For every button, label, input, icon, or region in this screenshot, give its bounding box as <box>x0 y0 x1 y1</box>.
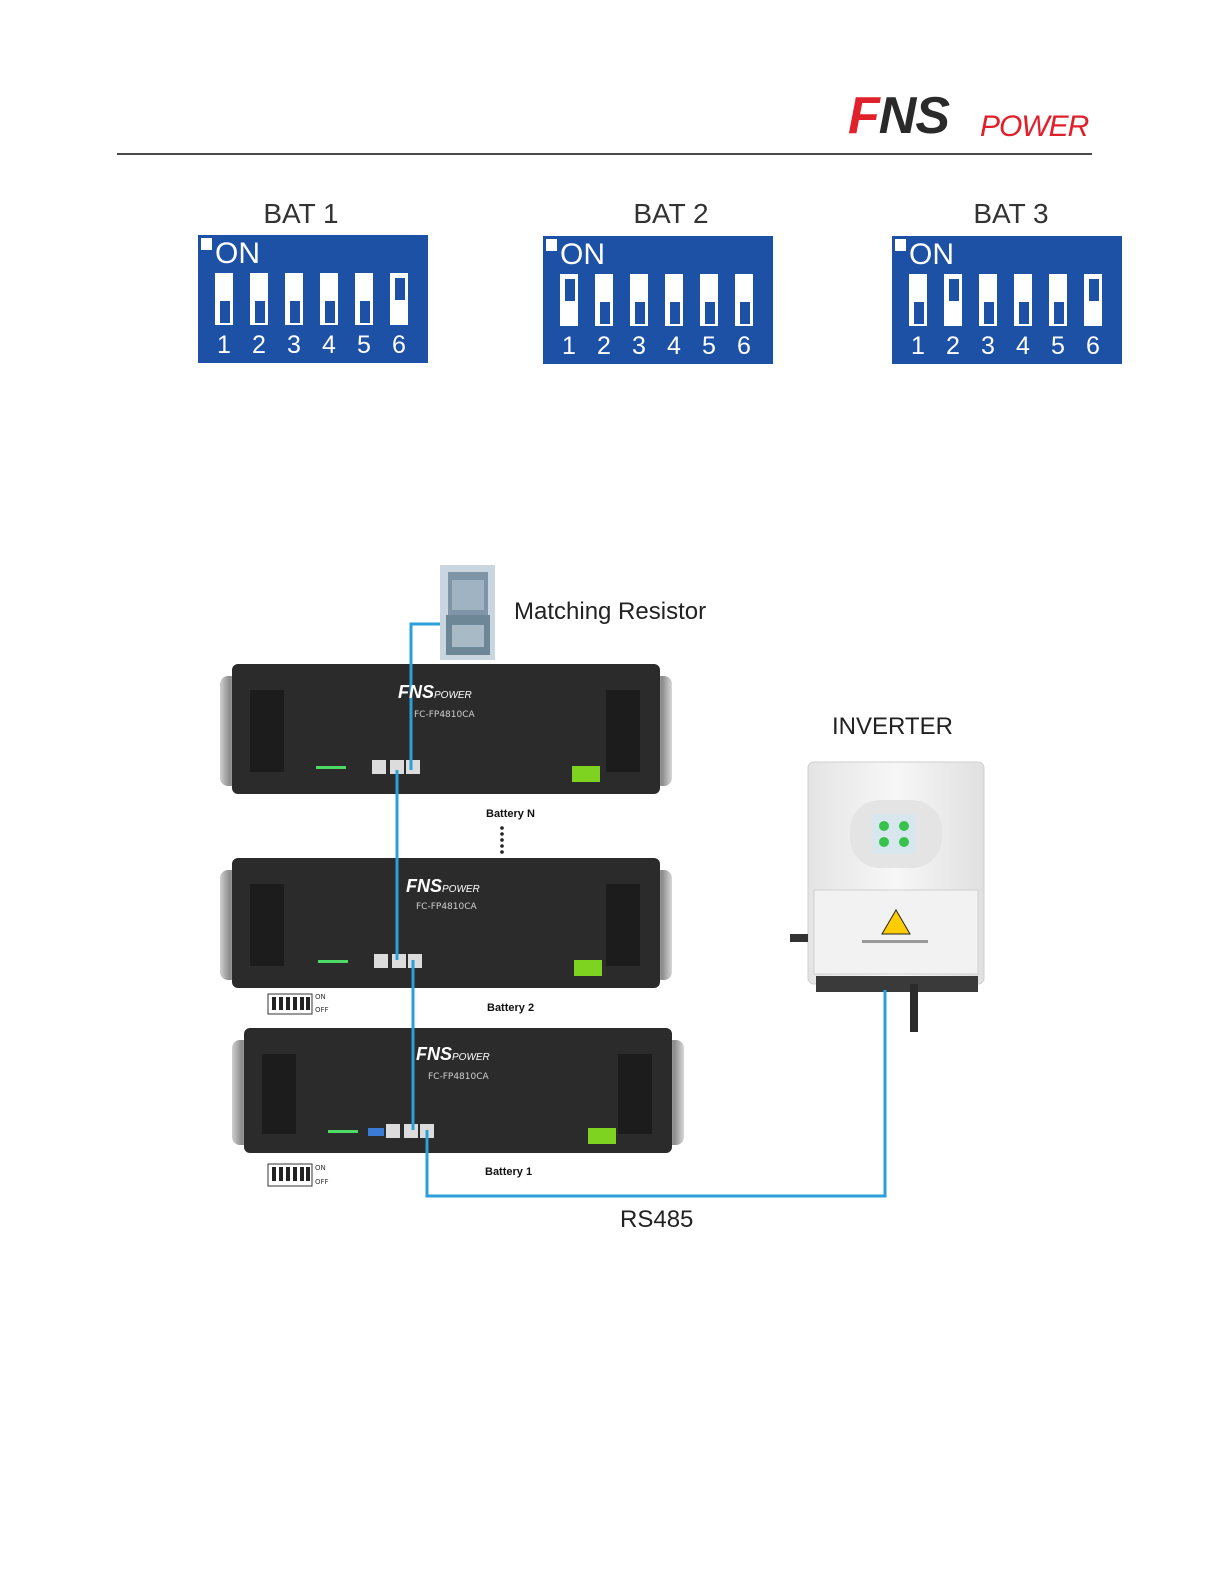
rs485-label: RS485 <box>620 1206 693 1234</box>
inverter-label: INVERTER <box>832 713 953 741</box>
battery-1-label: Battery 1 <box>485 1166 532 1178</box>
mini-dip-battery-1 <box>268 1164 312 1186</box>
mini-dip-1-off: OFF <box>315 1178 329 1186</box>
battery-1-brand: FNSPOWER <box>416 1044 490 1065</box>
battery-n-model: FC-FP4810CA <box>414 710 475 720</box>
battery-2-brand: FNSPOWER <box>406 876 480 897</box>
stack-ellipsis <box>500 826 504 854</box>
inverter-image <box>790 762 984 1032</box>
battery-2-label: Battery 2 <box>487 1002 534 1014</box>
battery-2-model: FC-FP4810CA <box>416 902 477 912</box>
mini-dip-2-on: ON <box>315 993 326 1001</box>
battery-n-brand: FNSPOWER <box>398 682 472 703</box>
battery-1-model: FC-FP4810CA <box>428 1072 489 1082</box>
mini-dip-2-off: OFF <box>315 1006 329 1014</box>
mini-dip-1-on: ON <box>315 1164 326 1172</box>
battery-n-label: Battery N <box>486 808 535 820</box>
mini-dip-battery-2 <box>268 994 312 1014</box>
matching-resistor-label: Matching Resistor <box>514 598 706 626</box>
matching-resistor-image <box>440 565 495 660</box>
